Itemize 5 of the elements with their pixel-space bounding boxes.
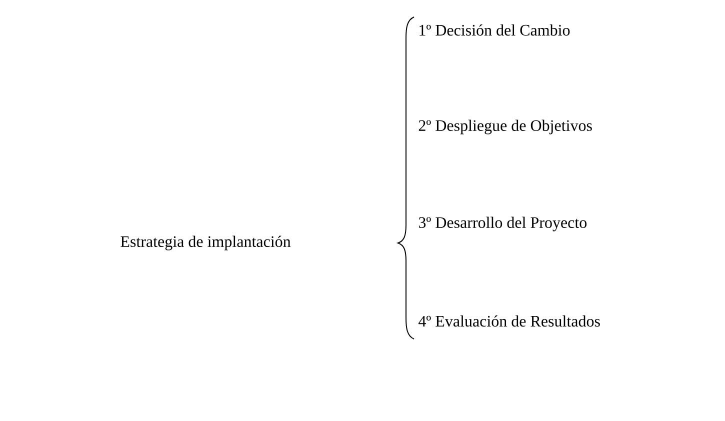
label-text: Estrategia de implantación bbox=[120, 236, 291, 250]
label-text: 1º Decisión del Cambio bbox=[420, 24, 570, 36]
label-text: 4º Evaluación de Resultados bbox=[418, 315, 600, 327]
label-text: 2º Despliegue de Objetivos bbox=[418, 120, 592, 134]
label-text: 3º Desarrollo del Proyecto bbox=[418, 216, 587, 232]
